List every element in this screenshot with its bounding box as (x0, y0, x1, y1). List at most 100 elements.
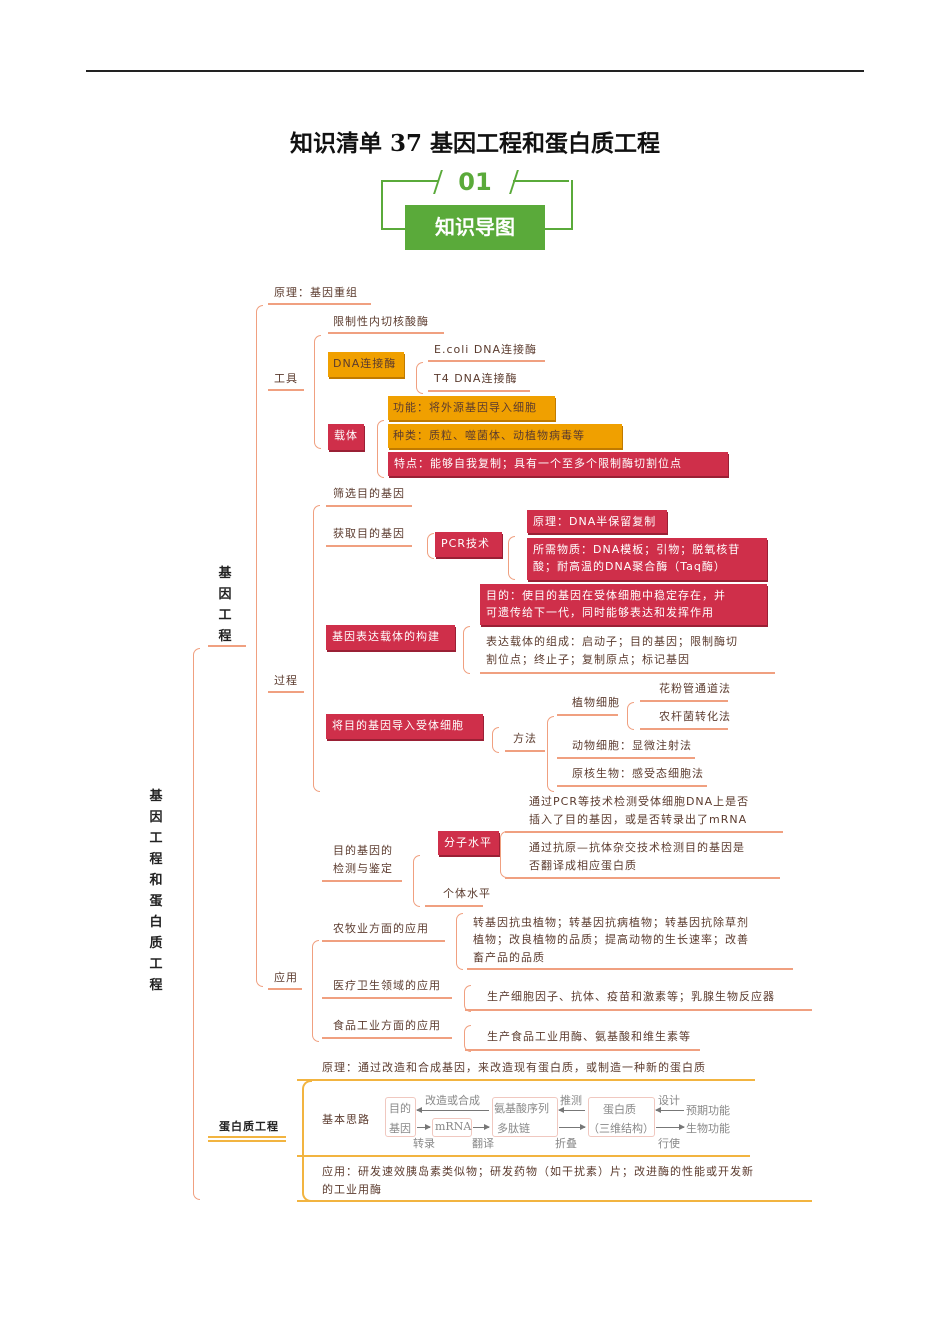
flow-fold: 折叠 (555, 1137, 577, 1150)
individual-level: 个体水平 (443, 887, 491, 900)
underline (322, 1037, 452, 1039)
detect-label: 检测与鉴定 (333, 862, 393, 875)
protein-application: 应用：研发速效胰岛素类似物；研发药物（如干扰素）片；改进酶的性能或开发新 (322, 1165, 754, 1178)
vector-function: 功能：将外源基因导入细胞 (388, 396, 555, 420)
flow-bio: 生物功能 (686, 1122, 730, 1135)
flow-mrna: mRNA (435, 1120, 472, 1133)
flow-infer: 推测 (560, 1094, 582, 1107)
gene-brace (256, 305, 263, 987)
pcr-materials-line: 所需物质：DNA模板；引物；脱氧核苷 (533, 543, 741, 556)
molecular-item: 通过抗原—抗体杂交技术检测目的基因是 (529, 841, 745, 854)
badge-frame-top-right (513, 180, 569, 182)
underline (505, 831, 783, 833)
flow-box-aa (492, 1097, 558, 1137)
detect-brace (413, 855, 420, 907)
tools-brace (314, 335, 321, 449)
molecular-level-box: 分子水平 (438, 831, 499, 855)
detect-label: 目的基因的 (333, 844, 393, 857)
food-text: 生产食品工业用酶、氨基酸和维生素等 (487, 1030, 691, 1043)
underline (297, 1079, 755, 1081)
flow-modify: 改造或合成 (425, 1094, 480, 1107)
underline (268, 389, 304, 391)
arrow-right (559, 1124, 586, 1130)
underline (557, 714, 618, 716)
root-brace (193, 648, 200, 1200)
arrow-left (655, 1107, 684, 1113)
underline (465, 1009, 812, 1011)
introduce-box: 将目的基因导入受体细胞 (326, 714, 483, 739)
underline (268, 988, 302, 990)
gene-engineering-label: 基因工程 (218, 566, 232, 644)
header-rule (86, 70, 864, 72)
agri-application: 农牧业方面的应用 (333, 922, 429, 935)
ecoli-ligase: E.coli DNA连接酶 (434, 343, 538, 356)
application-brace (312, 940, 319, 1042)
tools-label: 工具 (274, 372, 298, 385)
protein-engineering-label: 蛋白质工程 (219, 1120, 279, 1133)
process-brace (313, 505, 320, 792)
obtain-gene: 获取目的基因 (333, 527, 405, 540)
underline (480, 672, 775, 674)
underline (322, 997, 452, 999)
root-label: 基因工程和蛋白质工程 (149, 789, 163, 993)
obtain-brace (427, 533, 434, 559)
restriction-enzyme: 限制性内切核酸酶 (333, 315, 429, 328)
flow-translate: 翻译 (472, 1137, 494, 1150)
underline (328, 332, 444, 334)
gene-principle: 原理：基因重组 (274, 286, 358, 299)
underline (505, 877, 780, 879)
protein-principle: 原理：通过改造和合成基因，来改造现有蛋白质，或制造一种新的蛋白质 (322, 1061, 706, 1074)
agri-text: 畜产品的品质 (473, 951, 545, 964)
pcr-principle: 原理：DNA半保留复制 (527, 510, 667, 533)
flow-perform: 行使 (658, 1137, 680, 1150)
underline (425, 905, 483, 907)
underline (640, 700, 728, 702)
badge-number: 01 (458, 168, 492, 196)
construct-brace (463, 626, 470, 674)
food-application: 食品工业方面的应用 (333, 1019, 441, 1032)
ligase-brace (416, 362, 423, 394)
vector-brace (377, 420, 384, 478)
construct-purpose-line: 可遗传给下一代，同时能够表达和发挥作用 (486, 606, 714, 619)
process-label: 过程 (274, 674, 298, 687)
method-label: 方法 (513, 732, 537, 745)
pcr-box: PCR技术 (435, 532, 502, 557)
underline (428, 360, 545, 362)
flow-aa: 多肽链 (497, 1122, 530, 1135)
underline (322, 940, 445, 942)
underline (268, 691, 304, 693)
medical-brace (464, 985, 471, 1012)
flow-gene: 基因 (389, 1122, 411, 1135)
pcr-brace (508, 536, 515, 580)
flow-expected: 预期功能 (686, 1104, 730, 1117)
badge-label: 知识导图 (405, 205, 545, 250)
flow-box-protein (588, 1097, 655, 1137)
underline (467, 968, 793, 970)
molecular-item: 否翻译成相应蛋白质 (529, 859, 637, 872)
underline (557, 785, 707, 787)
underline (322, 880, 402, 882)
agri-brace (456, 913, 463, 970)
medical-application: 医疗卫生领域的应用 (333, 979, 441, 992)
vector-features: 特点：能够自我复制；具有一个至多个限制酶切割位点 (388, 452, 728, 476)
underline (640, 728, 728, 730)
medical-text: 生产细胞因子、抗体、疫苗和激素等；乳腺生物反应器 (487, 990, 775, 1003)
underline (326, 545, 412, 547)
protein-application: 的工业用酶 (322, 1183, 382, 1196)
molecular-item: 通过PCR等技术检测受体细胞DNA上是否 (529, 795, 750, 808)
underline (297, 1200, 812, 1202)
food-brace (464, 1025, 471, 1052)
construct-composition-line: 割位点；终止子；复制原点；标记基因 (486, 653, 690, 666)
underline (297, 1155, 750, 1157)
basic-idea-label: 基本思路 (322, 1113, 370, 1126)
t4-ligase: T4 DNA连接酶 (434, 372, 518, 385)
application-label: 应用 (274, 971, 298, 984)
pcr-materials: 所需物质：DNA模板；引物；脱氧核苷 酸；耐高温的DNA聚合酶（Taq酶） (527, 538, 767, 580)
construct-box: 基因表达载体的构建 (326, 625, 455, 650)
page-title: 知识清单 37 基因工程和蛋白质工程 (289, 130, 661, 157)
arrow-right (417, 1124, 431, 1130)
construct-purpose: 目的：使目的基因在受体细胞中稳定存在，并 可遗传给下一代，同时能够表达和发挥作用 (480, 584, 767, 625)
plant-brace (627, 702, 634, 730)
flow-box-mrna (432, 1118, 472, 1137)
vector-box: 载体 (328, 424, 364, 450)
